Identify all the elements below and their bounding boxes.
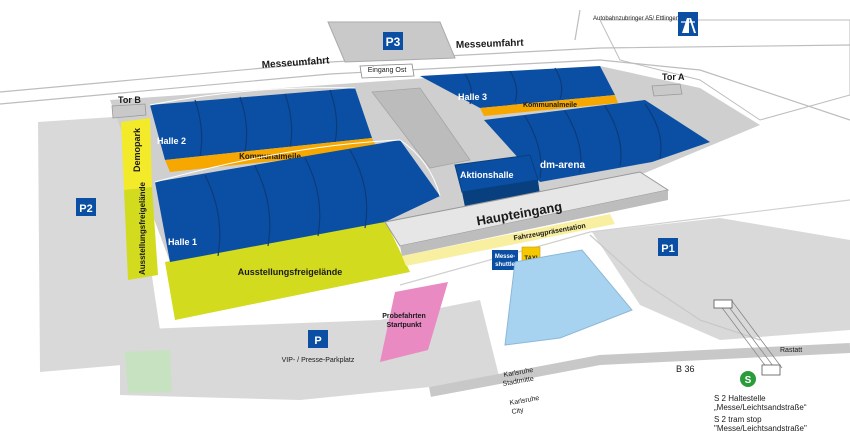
ground-area-east [592,218,850,340]
vip-parkplatz-label: VIP- / Presse-Parkplatz [282,357,355,364]
kommunalmeile-right-label: Kommunalmeile [523,102,577,109]
halle-2-ribs [194,89,338,157]
tor-b-label: Tor B [118,95,141,105]
tor-a-building [651,83,683,97]
tor-b-building [111,103,147,119]
tor-a-label: Tor A [662,72,685,82]
autobahn-link [574,9,581,41]
halle-3-ribs [464,67,563,105]
dm-arena-ribs [524,103,662,179]
sbahn-icon [740,371,756,387]
kommunalmeile-right [480,95,618,116]
halle-2-label: Halle 2 [157,136,186,146]
tram-en-line-2: "Messe/Leichtsandstraße" [714,424,807,433]
halle-2-roof [150,88,372,160]
p3-sign [383,32,403,50]
road-messeumfahrt-inner [0,59,850,121]
parking-p1-sign[interactable] [658,238,678,256]
probefahrten-label-1: Probefahrten [382,313,426,320]
rastatt-label: Rastatt [780,347,802,354]
halle-3-roof [420,66,615,108]
karlsruhe-city-2: City [511,407,525,416]
tram-track [719,300,783,373]
haupteingang-front [400,190,668,256]
road-main-south [399,199,850,286]
central-corridor [371,87,471,169]
parking-p2-sign[interactable] [76,198,96,216]
probefahrten-area [380,282,448,362]
halle-1-roof [155,140,440,262]
tram-de-line-1: S 2 Haltestelle [714,394,766,403]
p3-label: P3 [386,35,401,49]
fahrzeugpraesentation-area [402,214,615,266]
road-messeumfahrt [0,44,850,93]
road-b36 [429,343,850,397]
eingang-ost-label: Eingang Ost [368,67,407,74]
p2-label: P2 [79,203,92,215]
messeumfahrt-left-label: Messeumfahrt [261,55,330,71]
messe-shuttle-label-2: shuttle [495,262,515,268]
halle-1-ribs [204,149,368,257]
tram-en-line-1: S 2 tram stop [714,415,762,424]
halle-1-arch [154,139,441,197]
aktionshalle-side [462,180,540,207]
sbahn-symbol: S [745,375,752,386]
demopark-area [121,118,152,190]
messe-shuttle-sign[interactable] [492,250,518,270]
p-vip-label: P [314,335,321,347]
lake [504,249,633,346]
aktionshalle-label: Aktionshalle [460,170,514,180]
freigelaende-area [165,220,410,320]
tram-de-line-2: „Messe/Leichtsandstraße“ [714,403,807,412]
demopark-label: Demopark [132,127,142,172]
b36-label: B 36 [676,364,695,374]
halle-3-label: Halle 3 [458,92,487,102]
tram-stop-platform [761,364,781,376]
dm-arena-label: dm-arena [540,160,585,171]
ground-area-west [38,116,180,372]
freigelaende-vertical-label: Ausstellungsfreigelände [138,182,147,275]
kommunalmeile-left-label: Kommunalmeile [239,152,301,161]
parking-vip-sign[interactable] [308,330,328,348]
eingang-ost-building [359,63,415,79]
karlsruhe-city-1: Karlsruhe [509,395,540,407]
tram-stop-north [713,299,733,309]
ground-area-north-east [599,19,850,121]
freigelaende-vertical [124,187,158,280]
probefahrten-label-2: Startpunkt [387,322,423,329]
messeumfahrt-right-label: Messeumfahrt [456,38,525,51]
autobahn-icon [682,18,696,33]
p1-label: P1 [661,243,674,255]
autobahn-label: Autobahnzubringer A5/ Ettlingen LaSt [593,16,693,22]
halle-2-arch [149,87,356,106]
road-curve [589,234,761,341]
messe-shuttle-label-1: Messe- [495,254,515,260]
halle-1-label: Halle 1 [168,237,197,247]
freigelaende-label: Ausstellungsfreigelände [238,267,343,277]
green-patch [125,350,172,393]
